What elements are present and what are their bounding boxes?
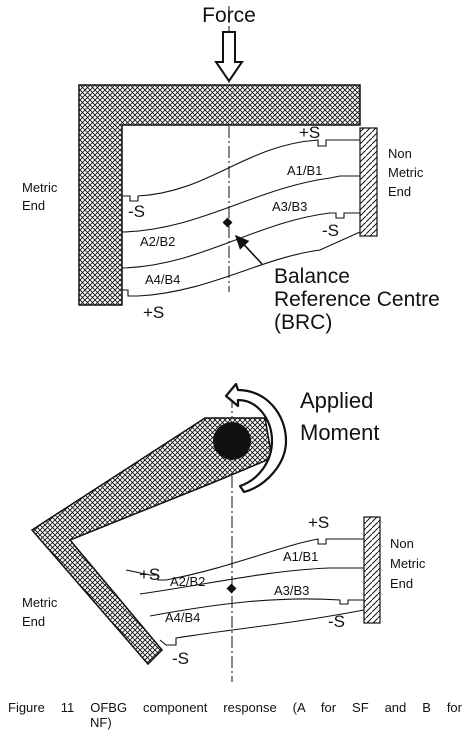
bottom-metric-end-label: Metric End (22, 595, 61, 629)
moment-pivot-dot (213, 422, 251, 460)
bottom-gauge-a1b1: A1/B1 (283, 549, 318, 564)
ofbg-diagram: Force A1/B1 A2/B2 A3/B3 A4/B4 +S -S -S +… (22, 4, 446, 682)
top-gauge-a2b2: A2/B2 (140, 234, 175, 249)
bottom-flexure-beams (125, 538, 365, 646)
bottom-gauge-a3b3: A3/B3 (274, 583, 309, 598)
applied-moment-arrow-icon (224, 382, 288, 494)
top-gauge-a3b3: A3/B3 (272, 199, 307, 214)
bottom-sign-top-right: +S (308, 513, 329, 532)
top-sign-top-right: +S (299, 123, 320, 142)
top-sign-left-mid: -S (128, 202, 145, 221)
bottom-sign-right-mid: -S (328, 612, 345, 631)
top-panel: Force A1/B1 A2/B2 A3/B3 A4/B4 +S -S -S +… (22, 4, 446, 334)
bottom-gauge-a2b2: A2/B2 (170, 574, 205, 589)
top-brc-point (222, 217, 233, 228)
bottom-non-metric-wall (363, 516, 381, 624)
top-gauge-a1b1: A1/B1 (287, 163, 322, 178)
top-metric-end-label: Metric End (22, 180, 61, 213)
top-non-metric-wall (359, 127, 378, 237)
bottom-non-metric-end-label: Non Metric End (390, 536, 429, 591)
top-gauge-a4b4: A4/B4 (145, 272, 180, 287)
figure-caption: Figure 11 OFBG component response (A for… (8, 700, 462, 730)
top-sign-bottom-left: +S (143, 303, 164, 322)
bottom-sign-left-mid: +S (139, 565, 160, 584)
force-arrow-icon (214, 31, 244, 83)
bottom-brc-point (226, 583, 237, 594)
bottom-sign-bottom-left: -S (172, 649, 189, 668)
top-flexure-beams (121, 139, 361, 297)
applied-moment-label: Applied Moment (300, 388, 380, 445)
caption-line-2: NF) (90, 715, 112, 730)
caption-line-1: Figure 11 OFBG component response (A for… (8, 700, 462, 715)
top-brc-pointer-arrow (234, 234, 263, 265)
top-sign-right-mid: -S (322, 221, 339, 240)
bottom-metric-end-frame (30, 417, 273, 666)
force-label: Force (202, 4, 256, 27)
top-metric-end-frame (78, 84, 361, 306)
bottom-panel: Applied Moment A1/B1 A2/B2 A3/B3 A4/B4 +… (22, 382, 429, 682)
bottom-gauge-a4b4: A4/B4 (165, 610, 200, 625)
top-non-metric-end-label: Non Metric End (388, 146, 427, 199)
brc-label: Balance Reference Centre (BRC) (274, 265, 446, 334)
